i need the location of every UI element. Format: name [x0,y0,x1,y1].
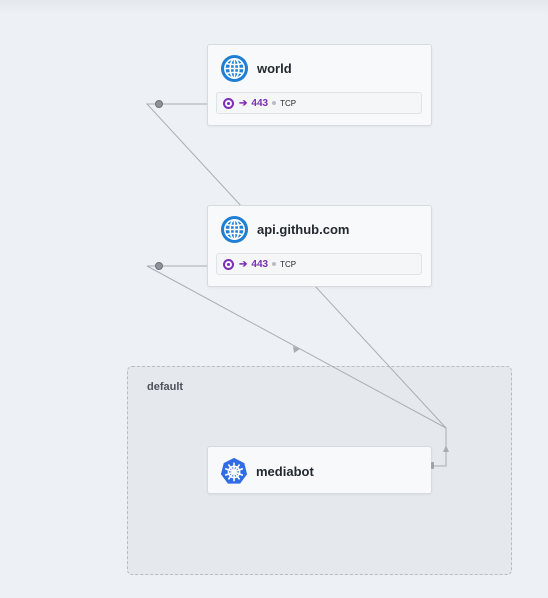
kubernetes-icon [220,457,248,484]
port-icon [223,258,234,270]
source-handle-mediabot[interactable] [431,462,434,469]
node-api-header: api.github.com [220,215,349,244]
port-protocol: TCP [280,98,297,108]
node-mediabot-header: mediabot [220,457,314,485]
port-row[interactable]: ➔ 443 TCP [216,92,422,114]
edge-endpoint-world[interactable] [155,100,163,108]
arrow-right-icon: ➔ [239,258,248,270]
arrow-right-icon: ➔ [239,97,248,109]
node-mediabot[interactable]: mediabot [207,446,432,494]
node-title: world [257,61,292,76]
separator-dot [272,262,277,266]
node-title: mediabot [256,463,314,479]
port-number: 443 [251,97,269,109]
node-title: api.github.com [257,222,350,237]
edge-endpoint-api[interactable] [155,262,163,270]
port-icon [223,97,234,109]
edge-arrow-mid-icon [293,346,300,353]
globe-icon [220,54,249,83]
node-world-header: world [220,54,292,83]
top-bar [0,0,548,14]
node-world[interactable]: world ➔ 443 TCP [207,44,432,126]
node-api-github[interactable]: api.github.com ➔ 443 TCP [207,205,432,287]
globe-icon [220,215,249,244]
separator-dot [272,101,277,105]
port-protocol: TCP [280,259,297,269]
namespace-label: default [147,381,184,393]
port-number: 443 [251,258,269,270]
port-row[interactable]: ➔ 443 TCP [216,253,422,275]
